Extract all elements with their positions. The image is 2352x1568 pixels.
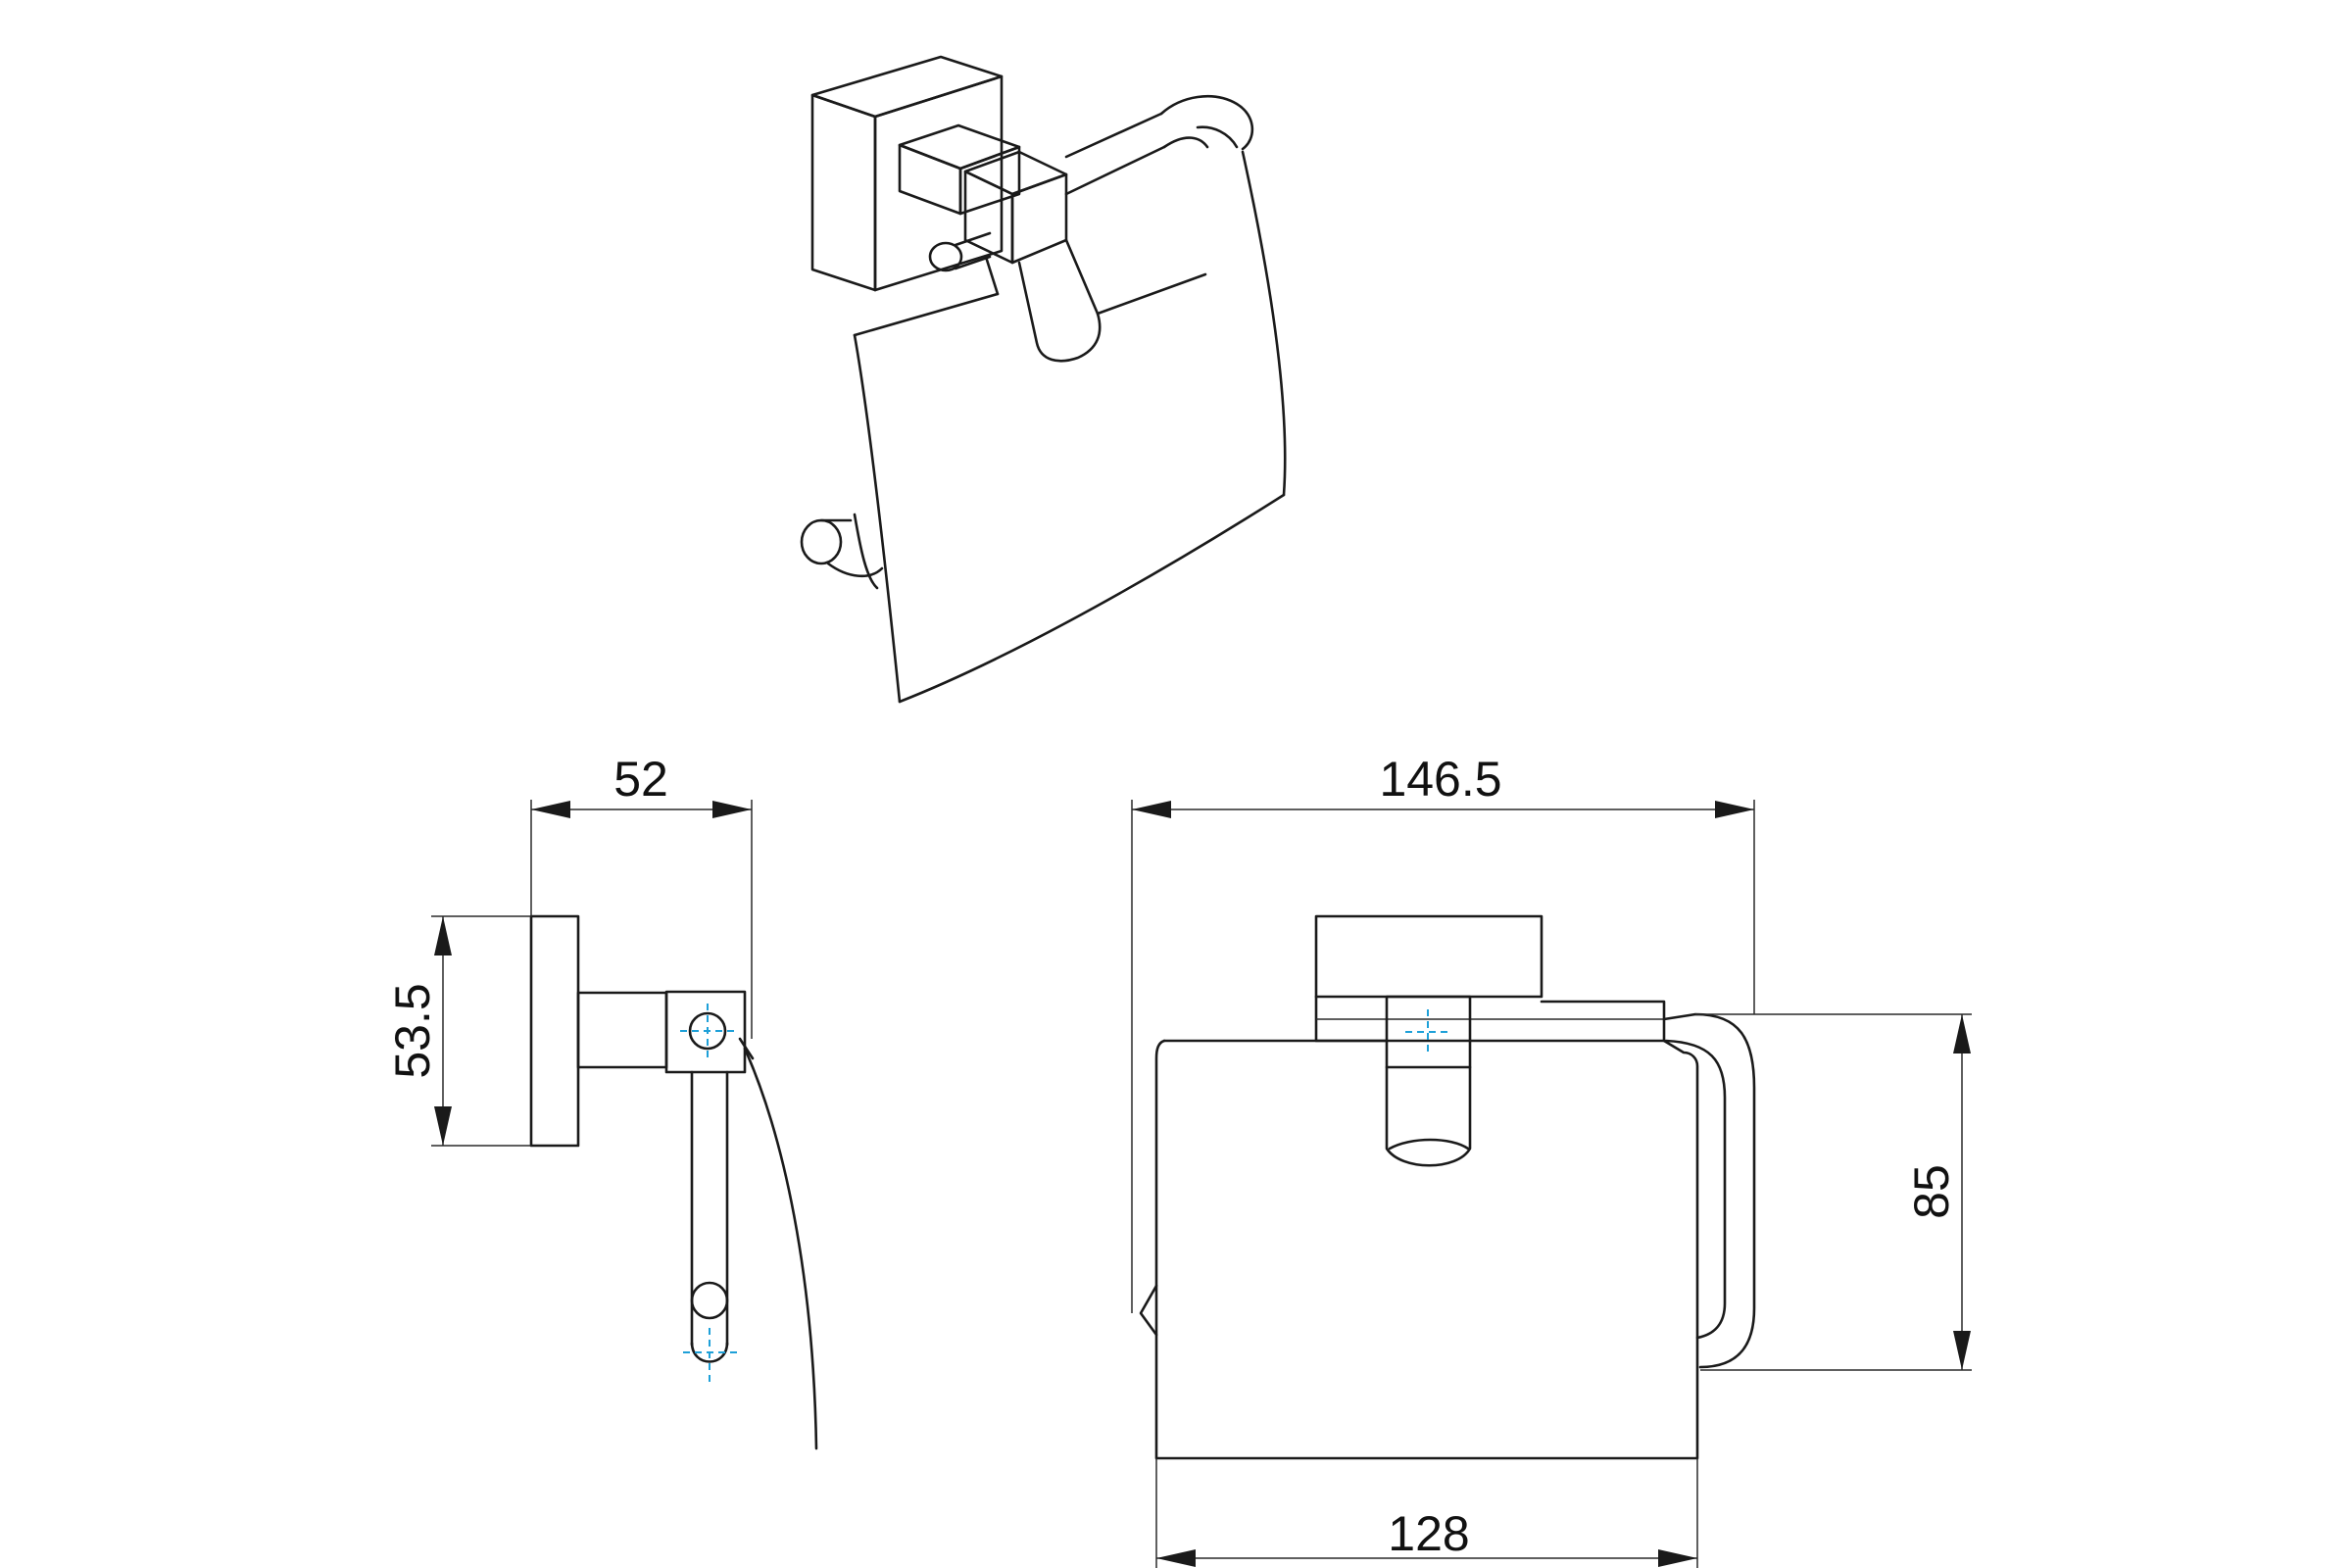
front-left-roll-end [1139, 1284, 1158, 1337]
dim-front-cover: 128 [1155, 1458, 1698, 1568]
dim-side-width: 52 [530, 752, 753, 1039]
front-right-arm [1662, 1012, 1756, 1369]
side-cover-curve [743, 1047, 818, 1450]
iso-stud [928, 231, 992, 272]
side-neck [576, 991, 668, 1069]
dim-front-overall: 146.5 [1131, 752, 1755, 1313]
front-wall-plate [1314, 914, 1544, 999]
side-hub-bore [688, 1011, 727, 1051]
dim-front-overall-label: 146.5 [1379, 752, 1501, 807]
iso-upper-rod [1064, 94, 1254, 196]
front-tongue [1385, 1065, 1472, 1167]
dim-side-width-label: 52 [613, 752, 668, 807]
iso-roll-pin [800, 513, 884, 590]
side-wall-plate [529, 914, 580, 1148]
dim-side-height-label: 53.5 [385, 983, 440, 1078]
front-hub [1385, 995, 1472, 1069]
side-view: 52 53.5 [385, 752, 818, 1450]
iso-wall-plate [810, 55, 1004, 292]
side-pin-end [690, 1342, 729, 1363]
side-pin-top [690, 1281, 729, 1320]
dim-front-depth-label: 85 [1904, 1164, 1959, 1219]
isometric-view [800, 55, 1287, 704]
iso-flap-tongue [984, 238, 1102, 363]
dim-side-height: 53.5 [385, 915, 531, 1147]
front-view: 146.5 128 85 [1131, 752, 1972, 1568]
side-hub [664, 990, 747, 1074]
dim-front-cover-label: 128 [1388, 1506, 1469, 1561]
iso-hub-block [898, 123, 1068, 265]
iso-cover [853, 150, 1287, 704]
dim-front-depth: 85 [1695, 1013, 1972, 1371]
front-cover [1154, 1039, 1699, 1460]
